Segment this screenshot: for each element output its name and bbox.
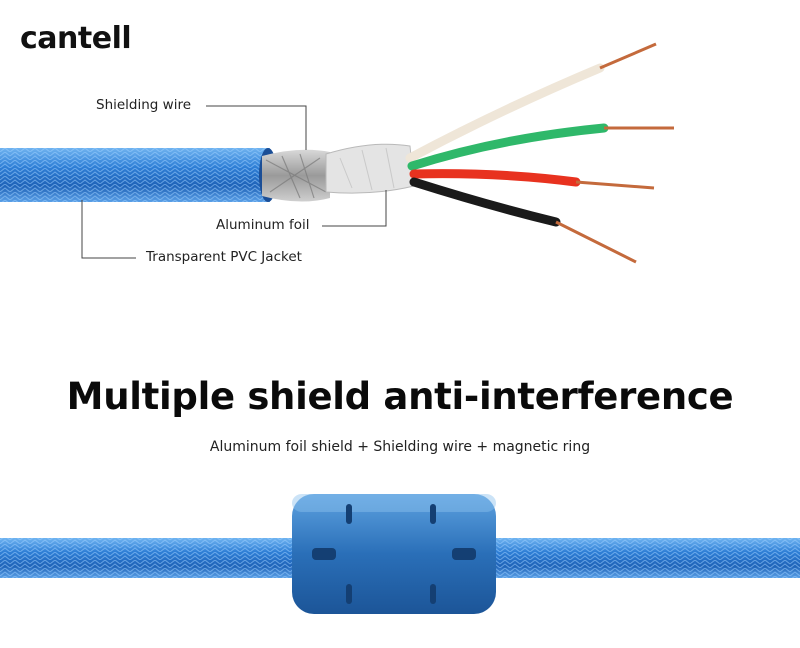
callout-pvc-jacket: Transparent PVC Jacket: [146, 249, 302, 265]
callout-shielding-wire: Shielding wire: [96, 97, 192, 113]
pvc-jacket-top: [0, 148, 277, 202]
callout-aluminum-foil: Aluminum foil: [216, 217, 310, 233]
brand-logo: cantell: [20, 21, 132, 56]
headline: Multiple shield anti-interference: [66, 375, 734, 418]
magnetic-ring: [292, 494, 496, 614]
inner-wires: [405, 42, 674, 264]
subline: Aluminum foil shield + Shielding wire + …: [209, 439, 591, 455]
shielding-braid: [262, 149, 330, 202]
aluminum-foil: [325, 143, 415, 194]
callout-lines: [81, 105, 387, 259]
